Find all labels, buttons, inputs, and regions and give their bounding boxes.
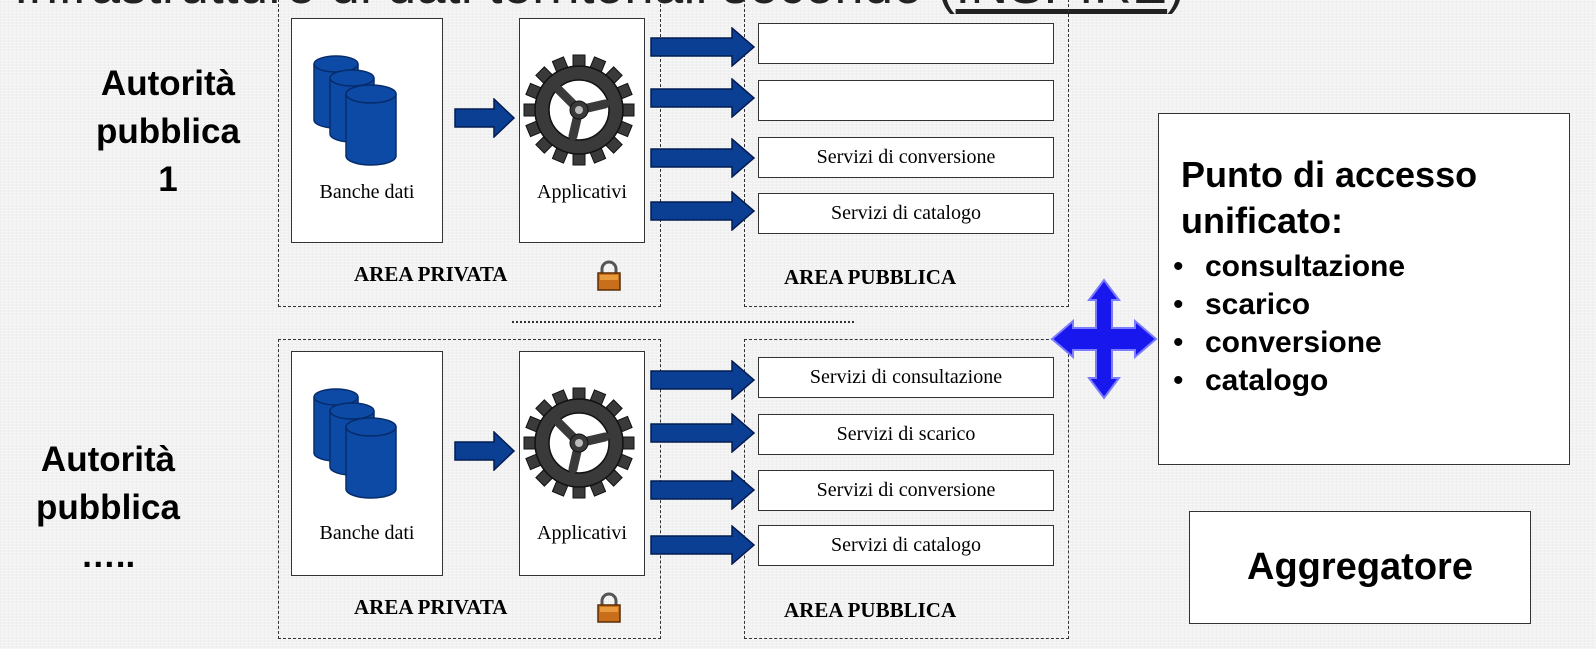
separator-dotted [512,321,854,323]
right-arrow-icon [650,413,756,453]
right-arrow-icon [650,525,756,565]
padlock-icon [597,592,621,623]
private-area-label-1: AREA PRIVATA [354,262,508,286]
database-icon [313,55,397,166]
public-area-label-2: AREA PUBBLICA [784,598,957,622]
right-arrow-icon [650,78,756,118]
service-box: Servizi di catalogo [758,525,1054,566]
page-title: Infrastrutture di dati territoriali seco… [14,0,1185,16]
padlock-icon [597,260,621,291]
gear-icon [523,387,635,499]
service-box: Servizi di conversione [758,137,1054,178]
applications-label-2: Applicativi [537,522,627,544]
service-box: Servizi di consultazione [758,357,1054,398]
aggregator-box: Aggregatore [1189,511,1531,624]
service-box: Servizi di conversione [758,470,1054,511]
right-arrow-icon [650,191,756,231]
inspire-link[interactable]: INSPIRE [956,0,1168,15]
right-arrow-icon [650,138,756,178]
service-box [758,23,1054,64]
list-item: conversione [1159,324,1569,362]
access-point-title: Punto di accesso [1181,154,1478,195]
applications-label-1: Applicativi [537,181,627,203]
right-arrow-icon [650,27,756,67]
aggregator-label: Aggregatore [1247,546,1473,588]
list-item: consultazione [1159,248,1569,286]
service-box [758,80,1054,121]
private-area-label-2: AREA PRIVATA [354,595,508,619]
database-icon [313,388,397,499]
databases-label-2: Banche dati [319,522,415,544]
databases-label-1: Banche dati [319,181,415,203]
right-arrow-icon [650,470,756,510]
access-point-list: consultazione scarico conversione catalo… [1159,248,1569,400]
access-point-panel: Punto di accesso unificato: consultazion… [1158,113,1570,465]
service-box: Servizi di catalogo [758,193,1054,234]
list-item: scarico [1159,286,1569,324]
right-arrow-icon [454,98,516,138]
access-point-subtitle: unificato: [1181,200,1343,241]
four-way-arrow-icon [1050,278,1158,400]
right-arrow-icon [454,431,516,471]
public-area-label-1: AREA PUBBLICA [784,265,957,289]
list-item: catalogo [1159,362,1569,400]
right-arrow-icon [650,360,756,400]
gear-icon [523,54,635,166]
service-box: Servizi di scarico [758,414,1054,455]
